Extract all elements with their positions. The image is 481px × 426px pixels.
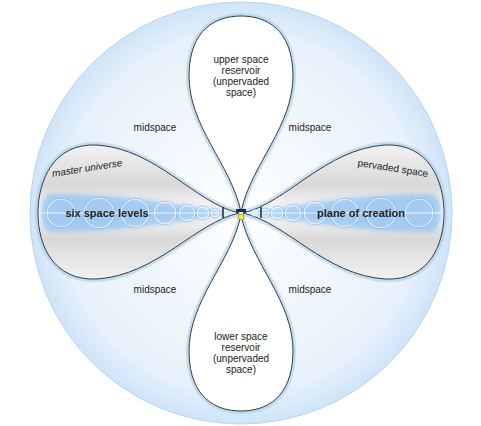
region-label: six space levels — [52, 208, 162, 219]
region-label: upper space reservoir (unpervaded space) — [210, 54, 272, 98]
region-label: plane of creation — [306, 208, 416, 219]
lower-reservoir-lobe: lower space reservoir (unpervaded space) — [186, 213, 296, 413]
region-label: midspace — [280, 284, 340, 295]
space-circle: midspace midspace midspace midspace upper sp… — [29, 1, 453, 425]
region-label: midspace — [125, 122, 185, 133]
upper-reservoir-lobe: upper space reservoir (unpervaded space) — [186, 14, 296, 214]
region-label: midspace — [125, 284, 185, 295]
region-outline — [186, 213, 296, 413]
pervaded-space-lobe: pervaded spaceplane of creation — [241, 141, 447, 283]
region-label: midspace — [280, 122, 340, 133]
region-outline — [186, 14, 296, 214]
master-universe-lobe: master universesix space levels — [35, 141, 241, 283]
region-label: lower space reservoir (unpervaded space) — [210, 331, 272, 375]
